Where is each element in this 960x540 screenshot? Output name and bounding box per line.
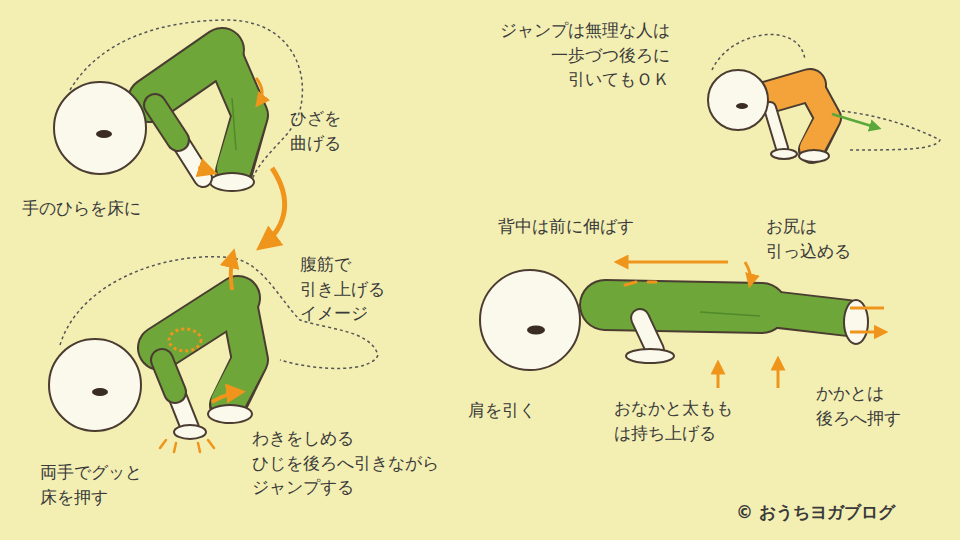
note-label: 手のひらを床に	[22, 196, 141, 221]
note-label: ひざを 曲げる	[290, 106, 341, 155]
note-label: ジャンプは無理な人は 一歩づつ後ろに 引いてもＯＫ	[500, 18, 670, 92]
note-label: 腹筋で 引き上げる イメージ	[300, 252, 385, 326]
note-label: 背中は前に伸ばす	[498, 214, 634, 239]
figure-plank	[480, 262, 884, 388]
figure-forward-bend	[54, 20, 302, 191]
note-label: お尻は 引っ込める	[766, 214, 851, 263]
watermark: © おうちヨガブログ	[736, 500, 895, 525]
note-label: おなかと太もも は持ち上げる	[614, 396, 733, 445]
figure-step-back	[708, 35, 940, 162]
note-label: 両手でグッと 床を押す	[40, 460, 142, 509]
note-label: かかとは 後ろへ押す	[816, 381, 901, 430]
note-label: わきをしめる ひじを後ろへ引きながら ジャンプする	[252, 426, 439, 500]
note-label: 肩を引く	[468, 398, 536, 423]
step-arrow	[262, 168, 285, 246]
